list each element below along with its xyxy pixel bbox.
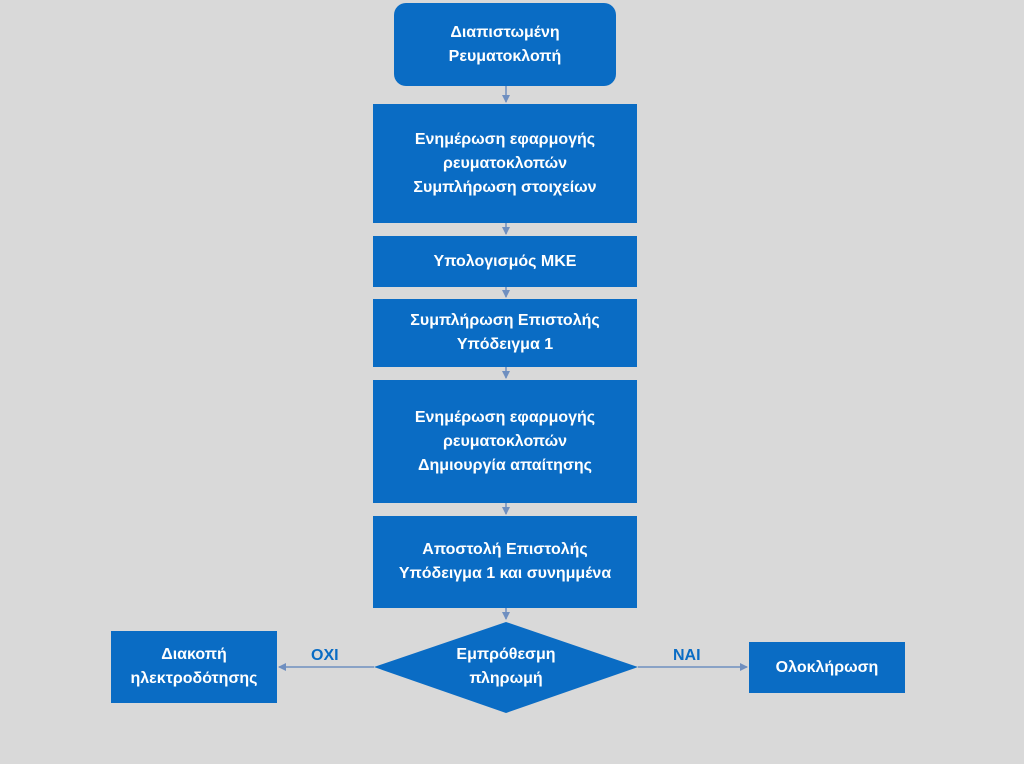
step5-line-2: Υπόδειγμα 1 και συνημμένα (398, 565, 612, 582)
step3-line-1: Συμπλήρωση Επιστολής (410, 312, 600, 329)
no-outcome-line-2: ηλεκτροδότησης (130, 670, 258, 687)
start-line-2: Ρευματοκλοπή (448, 47, 562, 65)
step-update-app-fill-data: Ενημέρωση εφαρμογής ρευματοκλοπών Συμπλή… (373, 104, 637, 223)
no-edge-label: ΟΧΙ (311, 647, 339, 664)
step-calculate-mke: Υπολογισμός ΜΚΕ (373, 236, 637, 287)
yes-edge-label: ΝΑΙ (673, 647, 701, 664)
yes-outcome-node: Ολοκλήρωση (749, 642, 905, 693)
step4-line-2: ρευματοκλοπών (442, 432, 568, 450)
start-line-1: Διαπιστωμένη (450, 23, 560, 41)
step-send-letter: Αποστολή Επιστολής Υπόδειγμα 1 και συνημ… (373, 516, 637, 608)
step4-line-3: Δημιουργία απαίτησης (418, 456, 592, 474)
step1-line-1: Ενημέρωση εφαρμογής (414, 130, 596, 148)
start-node: Διαπιστωμένη Ρευματοκλοπή (394, 3, 616, 86)
decision-diamond (374, 622, 638, 713)
step1-line-2: ρευματοκλοπών (442, 154, 568, 172)
step-fill-letter: Συμπλήρωση Επιστολής Υπόδειγμα 1 (373, 299, 637, 367)
no-outcome-node: Διακοπή ηλεκτροδότησης (111, 631, 277, 703)
step1-line-3: Συμπλήρωση στοιχείων (413, 178, 597, 196)
yes-outcome-line-1: Ολοκλήρωση (775, 658, 879, 676)
decision-line-1: Εμπρόθεσμη (456, 646, 556, 663)
decision-label: Εμπρόθεσμη πληρωμή (426, 642, 586, 692)
no-outcome-line-1: Διακοπή (161, 646, 227, 663)
step5-line-1: Αποστολή Επιστολής (422, 541, 588, 558)
step2-line-1: Υπολογισμός ΜΚΕ (433, 252, 577, 270)
step4-line-1: Ενημέρωση εφαρμογής (414, 408, 596, 426)
step-update-app-create-claim: Ενημέρωση εφαρμογής ρευματοκλοπών Δημιου… (373, 380, 637, 503)
decision-line-2: πληρωμή (469, 670, 543, 687)
step3-line-2: Υπόδειγμα 1 (456, 336, 554, 353)
